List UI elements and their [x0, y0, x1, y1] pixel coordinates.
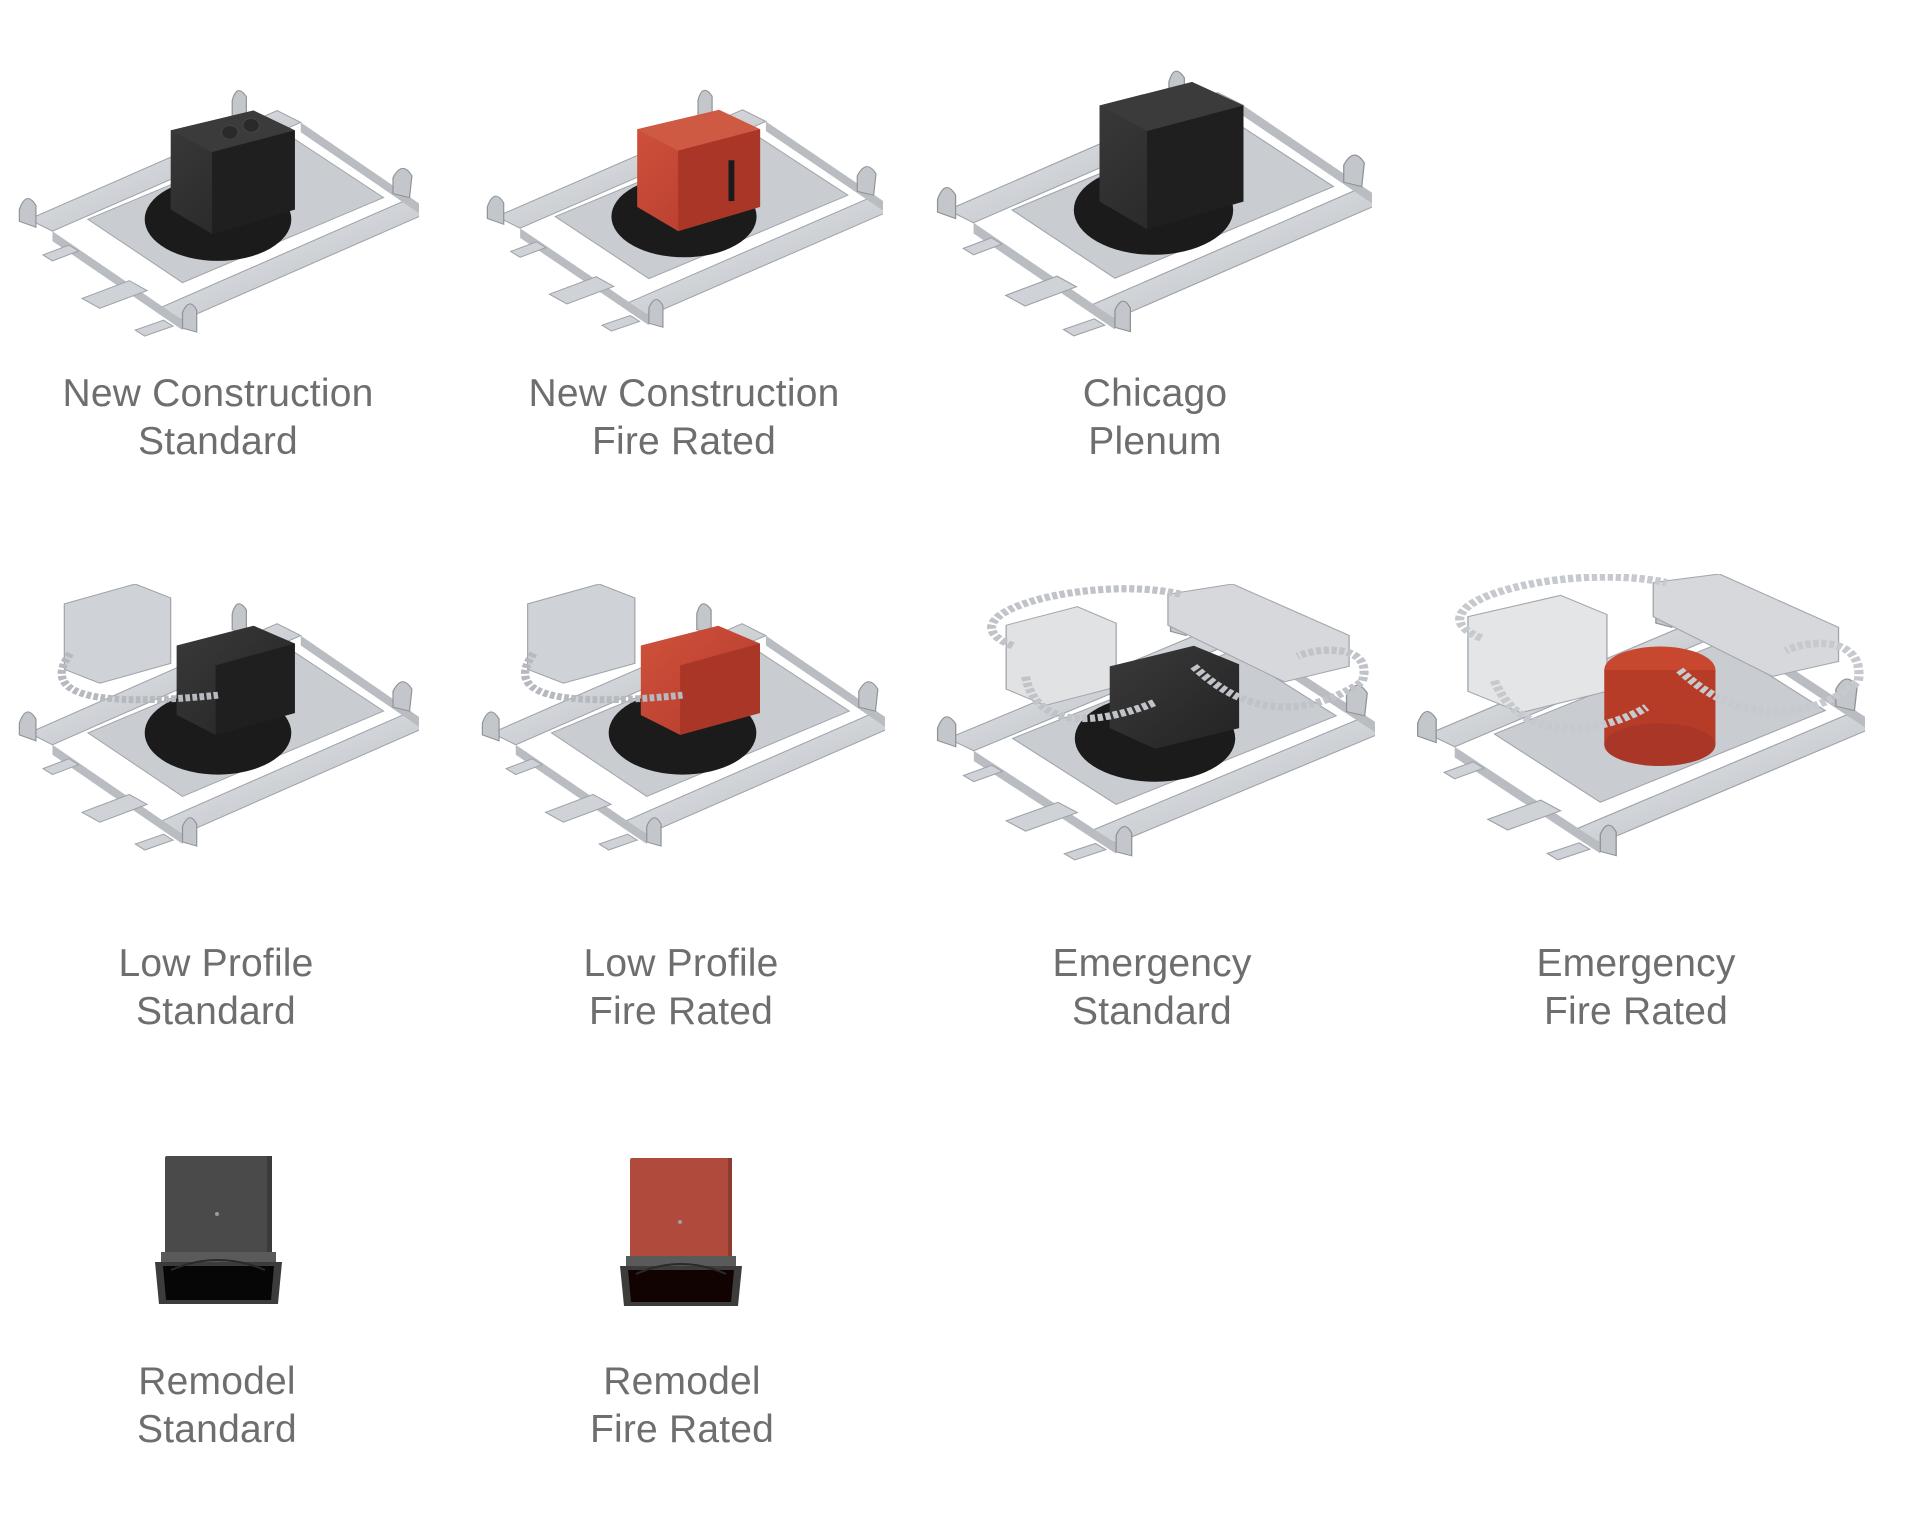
product-name-line2: Plenum — [1088, 420, 1222, 463]
product-caption[interactable]: Chicago Plenum — [945, 370, 1365, 466]
product-name-line1: New Construction — [62, 372, 374, 415]
product-caption[interactable]: New Construction Fire Rated — [474, 370, 894, 466]
product-name-line1: New Construction — [528, 372, 840, 415]
product-caption[interactable]: New Construction Standard — [8, 370, 428, 466]
product-name-line1: Low Profile — [118, 942, 314, 985]
product-caption[interactable]: Low Profile Standard — [6, 940, 426, 1036]
product-caption[interactable]: Emergency Standard — [942, 940, 1362, 1036]
product-image[interactable] — [17, 71, 419, 338]
product-caption[interactable]: Emergency Fire Rated — [1426, 940, 1846, 1036]
product-image[interactable] — [17, 584, 419, 852]
product-name-line2: Fire Rated — [1543, 990, 1729, 1033]
product-image[interactable] — [155, 1154, 282, 1307]
product-name-line2: Standard — [136, 990, 296, 1033]
product-image[interactable] — [620, 1156, 742, 1309]
product-image[interactable] — [935, 584, 1375, 862]
product-name-line1: Low Profile — [583, 942, 779, 985]
product-name-line2: Fire Rated — [591, 420, 777, 463]
product-name-line1: Chicago — [1082, 372, 1228, 415]
product-caption[interactable]: Remodel Fire Rated — [472, 1358, 892, 1454]
product-image[interactable] — [1415, 574, 1865, 862]
product-caption[interactable]: Low Profile Fire Rated — [471, 940, 891, 1036]
product-name-line1: Remodel — [603, 1360, 761, 1403]
product-image[interactable] — [480, 584, 885, 852]
product-name-line1: Emergency — [1052, 942, 1252, 985]
product-name-line2: Standard — [138, 420, 298, 463]
product-name-line2: Fire Rated — [588, 990, 774, 1033]
product-name-line2: Standard — [1072, 990, 1232, 1033]
product-name-line1: Emergency — [1536, 942, 1736, 985]
product-name-line1: Remodel — [138, 1360, 296, 1403]
product-caption[interactable]: Remodel Standard — [7, 1358, 427, 1454]
product-image[interactable] — [935, 50, 1372, 338]
product-image[interactable] — [485, 71, 883, 333]
product-name-line2: Standard — [137, 1408, 297, 1451]
product-name-line2: Fire Rated — [589, 1408, 775, 1451]
